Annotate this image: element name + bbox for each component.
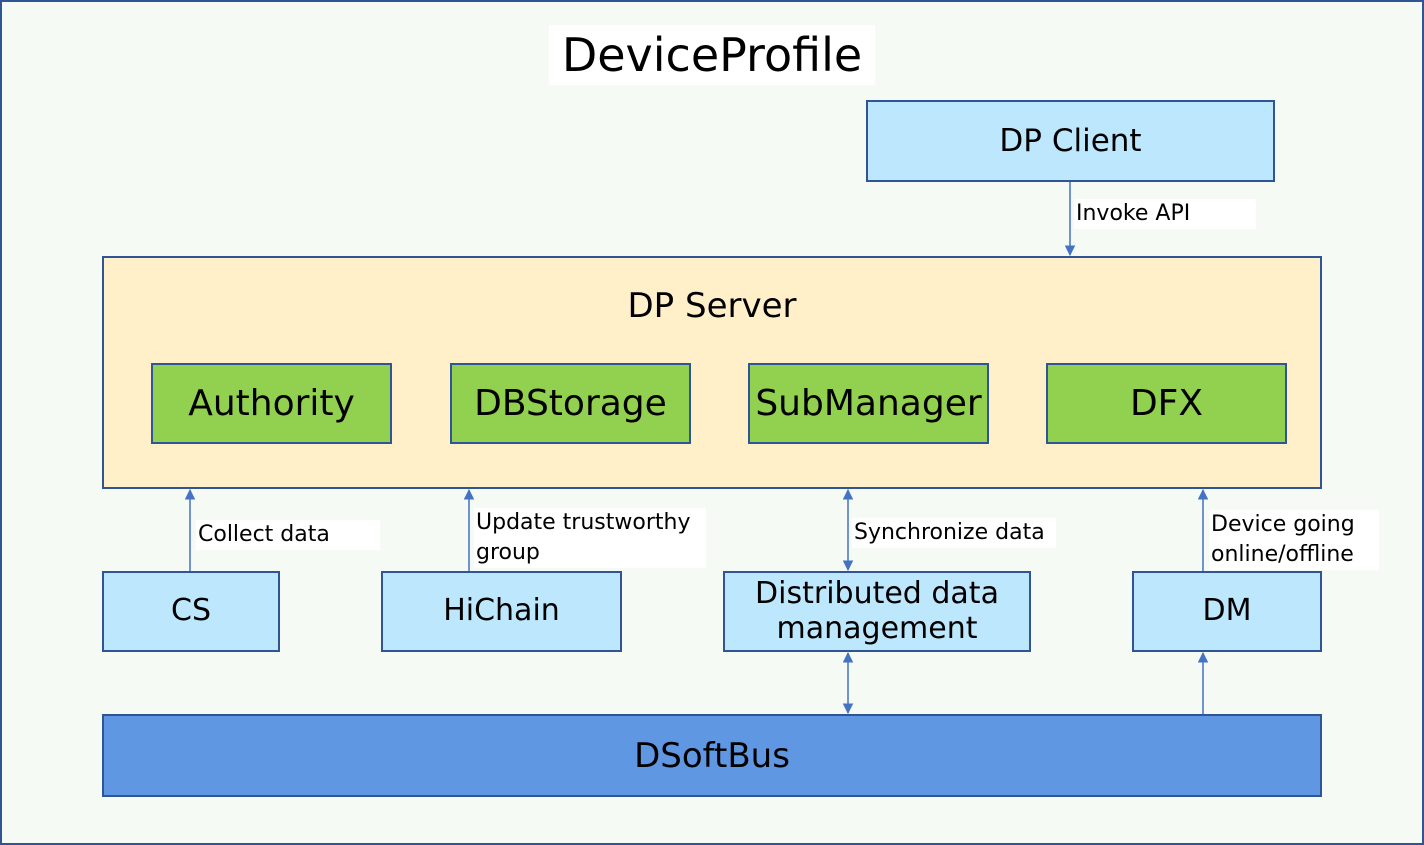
dsoftbus-box: DSoftBus: [102, 714, 1322, 797]
label-collect-data: Collect data: [196, 520, 380, 550]
diagram-title: DeviceProfile: [549, 25, 875, 85]
dp-server-box: DP Server Authority DBStorage SubManager…: [102, 256, 1322, 489]
dp-client-box: DP Client: [866, 100, 1275, 182]
module-authority: Authority: [151, 363, 392, 444]
label-invoke-api: Invoke API: [1074, 199, 1256, 229]
service-dm: DM: [1132, 571, 1322, 652]
module-dfx: DFX: [1046, 363, 1287, 444]
module-dbstorage: DBStorage: [450, 363, 691, 444]
service-cs: CS: [102, 571, 280, 652]
module-submanager: SubManager: [748, 363, 989, 444]
service-distributed-data-management: Distributed data management: [723, 571, 1031, 652]
service-hichain: HiChain: [381, 571, 622, 652]
label-synchronize-data: Synchronize data: [852, 518, 1056, 548]
dp-server-label: DP Server: [627, 286, 797, 326]
label-device-online-offline: Device going online/offline: [1209, 510, 1379, 570]
label-update-trustworthy-group: Update trustworthy group: [474, 508, 706, 568]
